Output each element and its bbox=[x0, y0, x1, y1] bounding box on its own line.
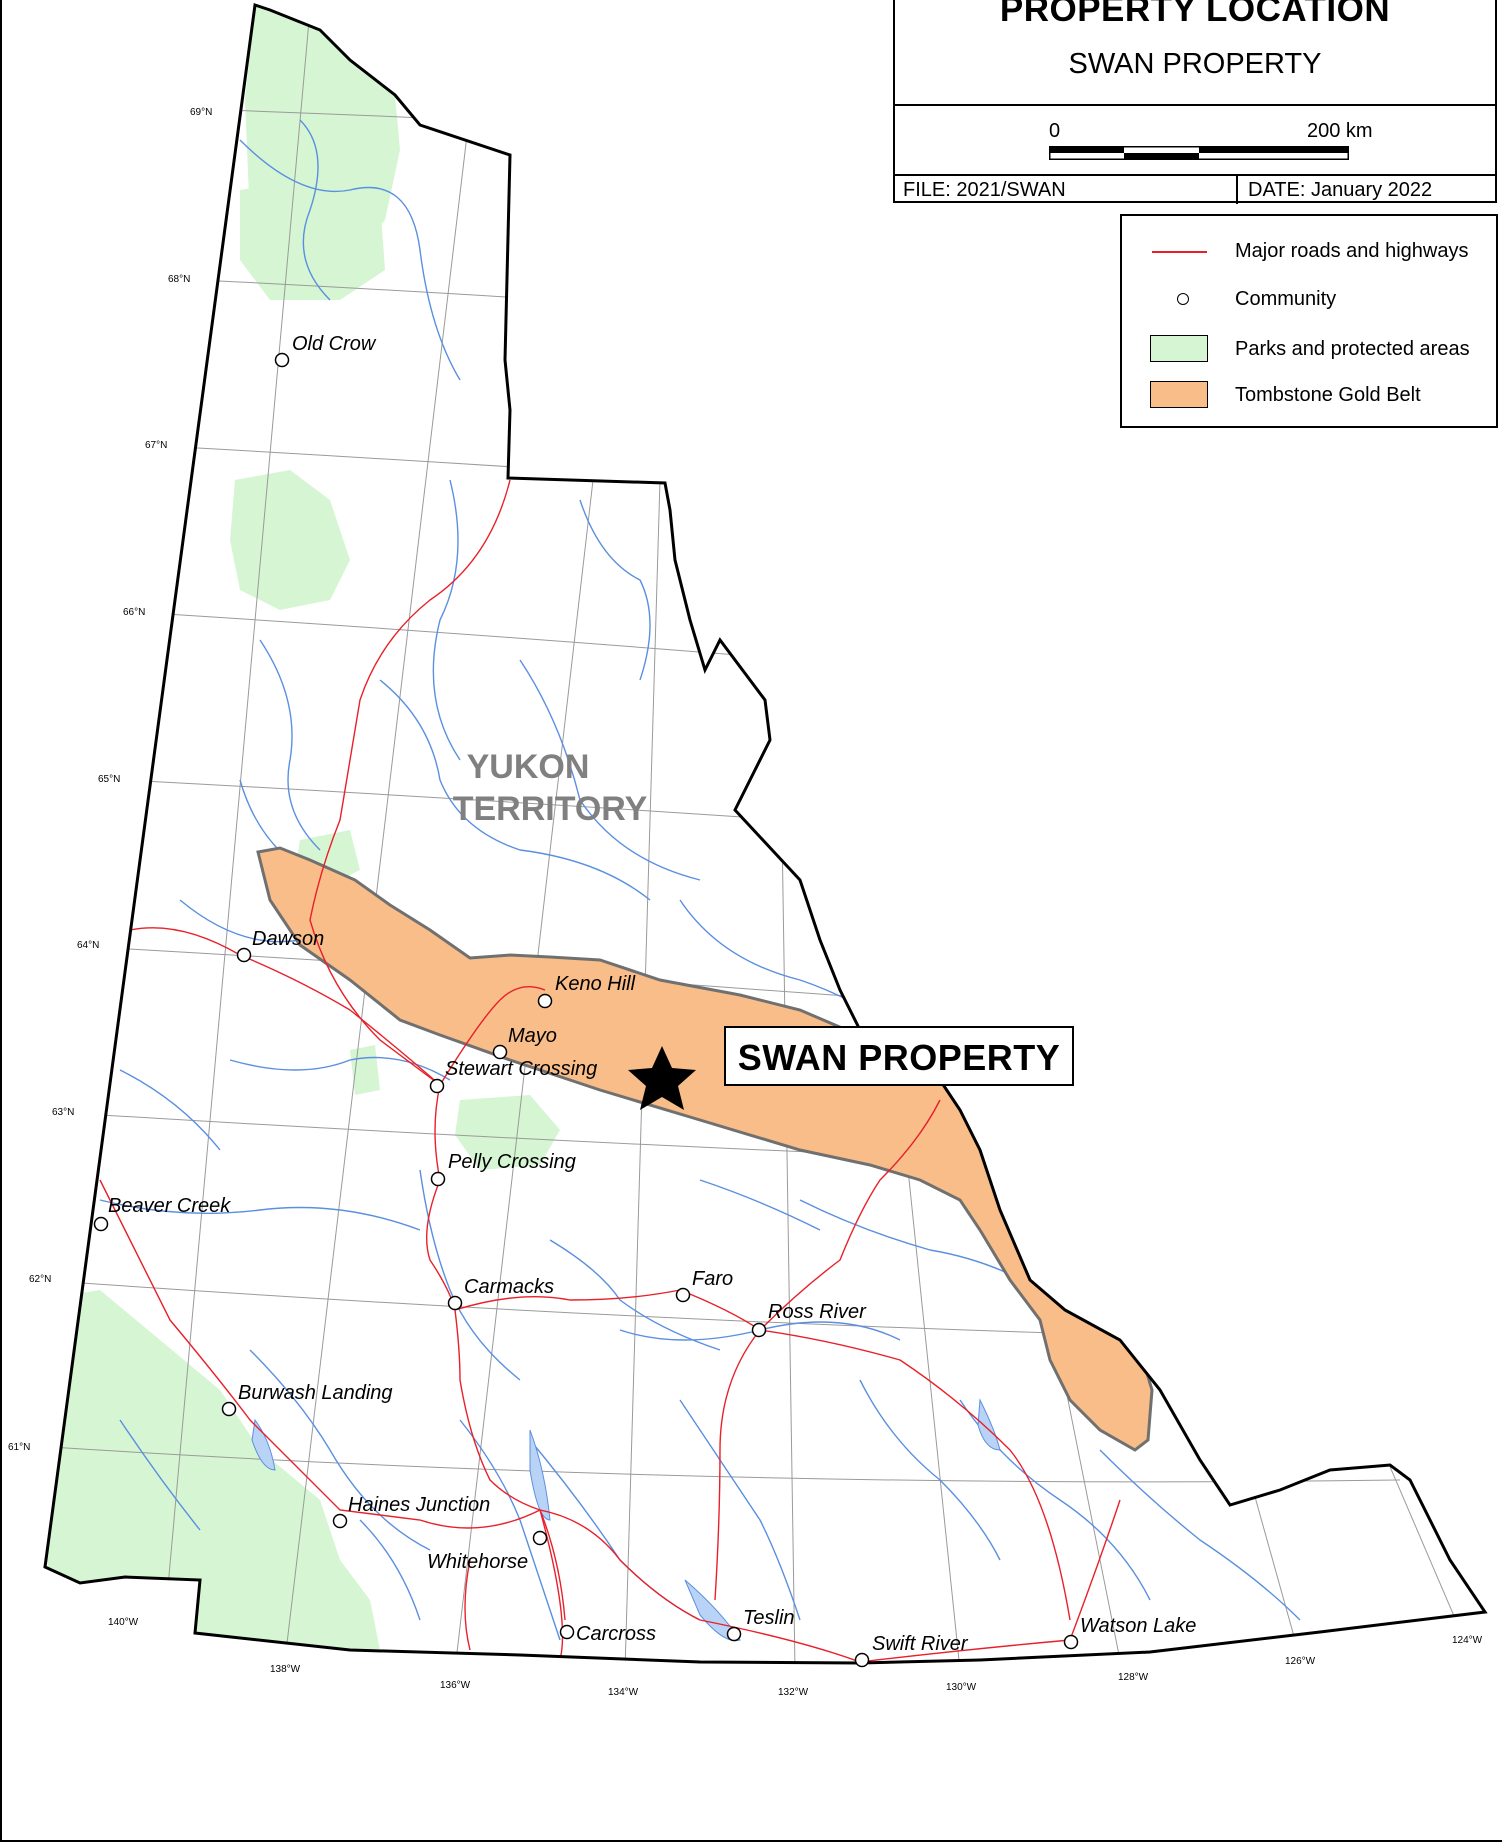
road-line-icon bbox=[1152, 251, 1207, 253]
lat-label: 61°N bbox=[8, 1442, 30, 1453]
park-small-3 bbox=[350, 1045, 380, 1095]
swan-property-callout: SWAN PROPERTY bbox=[724, 1026, 1074, 1086]
callout-label: SWAN PROPERTY bbox=[737, 1037, 1061, 1078]
community-haines-junction: Haines Junction bbox=[332, 1494, 490, 1529]
graticule-labels: 69°N 68°N 67°N 66°N 65°N 64°N 63°N 62°N … bbox=[8, 107, 1483, 1698]
community-old-crow: Old Crow bbox=[274, 333, 377, 368]
park-vuntut bbox=[240, 180, 385, 300]
community-circle-icon bbox=[1177, 293, 1189, 305]
svg-text:Ross River: Ross River bbox=[768, 1301, 867, 1323]
park-tombstone bbox=[230, 470, 350, 610]
legend-item-parks: Parks and protected areas bbox=[1122, 330, 1496, 370]
community-beaver-creek: Beaver Creek bbox=[93, 1195, 231, 1232]
date-label: DATE: January 2022 bbox=[1236, 176, 1432, 204]
tombstone-gold-belt bbox=[256, 846, 1154, 1452]
communities: Old Crow Dawson Keno Hill Mayo Stewart C… bbox=[93, 333, 1196, 1668]
frame-bottom bbox=[0, 1840, 1502, 1842]
svg-text:Teslin: Teslin bbox=[743, 1607, 795, 1629]
yukon-territory-area bbox=[45, 5, 1485, 1663]
community-watson-lake: Watson Lake bbox=[1063, 1615, 1196, 1650]
svg-text:Old Crow: Old Crow bbox=[292, 333, 377, 355]
frame-left bbox=[0, 0, 2, 1842]
community-ross-river: Ross River bbox=[751, 1301, 867, 1338]
svg-text:Stewart Crossing: Stewart Crossing bbox=[445, 1058, 597, 1080]
park-small-2 bbox=[455, 1095, 560, 1170]
scale-end-label: 200 km bbox=[1307, 120, 1373, 142]
svg-text:Swift River: Swift River bbox=[872, 1633, 969, 1655]
lat-label: 65°N bbox=[98, 774, 120, 785]
lon-label: 138°W bbox=[270, 1664, 301, 1675]
lat-label: 64°N bbox=[77, 940, 99, 951]
lat-label: 67°N bbox=[145, 440, 167, 451]
title-block: PROPERTY LOCATION SWAN PROPERTY 0 200 km… bbox=[893, 0, 1497, 204]
community-keno-hill: Keno Hill bbox=[537, 973, 636, 1009]
lon-label: 132°W bbox=[778, 1687, 809, 1698]
lon-label: 130°W bbox=[946, 1682, 977, 1693]
file-date-row: FILE: 2021/SWAN DATE: January 2022 bbox=[895, 174, 1495, 204]
park-swatch-icon bbox=[1150, 335, 1208, 362]
legend-item-community: Community bbox=[1122, 280, 1496, 320]
svg-text:Whitehorse: Whitehorse bbox=[427, 1551, 528, 1573]
community-dawson: Dawson bbox=[236, 928, 324, 963]
map-title: PROPERTY LOCATION bbox=[999, 0, 1391, 29]
lon-label: 134°W bbox=[608, 1687, 639, 1698]
svg-text:Keno Hill: Keno Hill bbox=[555, 973, 636, 995]
svg-text:YUKON: YUKON bbox=[467, 748, 590, 786]
svg-text:Carmacks: Carmacks bbox=[464, 1276, 554, 1298]
community-carmacks: Carmacks bbox=[447, 1276, 554, 1311]
park-kluane bbox=[45, 1290, 380, 1650]
lon-label: 124°W bbox=[1452, 1635, 1483, 1646]
scale-bar bbox=[1049, 146, 1349, 160]
lat-label: 62°N bbox=[29, 1274, 51, 1285]
lat-label: 63°N bbox=[52, 1107, 74, 1118]
lon-label: 128°W bbox=[1118, 1672, 1149, 1683]
community-teslin: Teslin bbox=[726, 1607, 795, 1642]
map-subtitle: SWAN PROPERTY bbox=[1068, 48, 1322, 80]
svg-text:TERRITORY: TERRITORY bbox=[453, 790, 648, 828]
region-label: YUKON TERRITORY bbox=[453, 748, 648, 828]
community-faro: Faro bbox=[675, 1268, 733, 1303]
svg-text:Dawson: Dawson bbox=[252, 928, 324, 950]
community-whitehorse: Whitehorse bbox=[427, 1530, 548, 1573]
gold-belt-swatch-icon bbox=[1150, 381, 1208, 408]
scale-row: 0 200 km bbox=[895, 104, 1495, 178]
svg-text:Watson Lake: Watson Lake bbox=[1080, 1615, 1196, 1637]
lat-label: 69°N bbox=[190, 107, 212, 118]
svg-text:Carcross: Carcross bbox=[576, 1623, 656, 1645]
svg-text:Beaver Creek: Beaver Creek bbox=[108, 1195, 231, 1217]
lat-label: 68°N bbox=[168, 274, 190, 285]
territory-boundary bbox=[43, 3, 1488, 1665]
lat-label: 66°N bbox=[123, 607, 145, 618]
scale-start-label: 0 bbox=[1049, 120, 1061, 142]
lon-label: 126°W bbox=[1285, 1656, 1316, 1667]
swan-property-star bbox=[628, 1046, 696, 1110]
community-pelly-crossing: Pelly Crossing bbox=[430, 1151, 576, 1187]
community-burwash-landing: Burwash Landing bbox=[221, 1382, 393, 1417]
file-label: FILE: 2021/SWAN bbox=[903, 179, 1066, 201]
svg-text:Faro: Faro bbox=[692, 1268, 733, 1290]
lon-label: 136°W bbox=[440, 1680, 471, 1691]
svg-text:Haines Junction: Haines Junction bbox=[348, 1494, 490, 1516]
legend-item-gold-belt: Tombstone Gold Belt bbox=[1122, 376, 1496, 416]
community-swift-river: Swift River bbox=[854, 1633, 969, 1668]
svg-text:Burwash Landing: Burwash Landing bbox=[238, 1382, 393, 1404]
lon-label: 140°W bbox=[108, 1617, 139, 1628]
legend-item-roads: Major roads and highways bbox=[1122, 232, 1496, 272]
svg-text:Pelly Crossing: Pelly Crossing bbox=[448, 1151, 576, 1173]
community-carcross: Carcross bbox=[559, 1623, 656, 1645]
community-mayo: Mayo bbox=[492, 1025, 557, 1060]
legend: Major roads and highways Community Parks… bbox=[1120, 214, 1498, 428]
svg-text:Mayo: Mayo bbox=[508, 1025, 557, 1047]
community-stewart-crossing: Stewart Crossing bbox=[429, 1058, 597, 1094]
